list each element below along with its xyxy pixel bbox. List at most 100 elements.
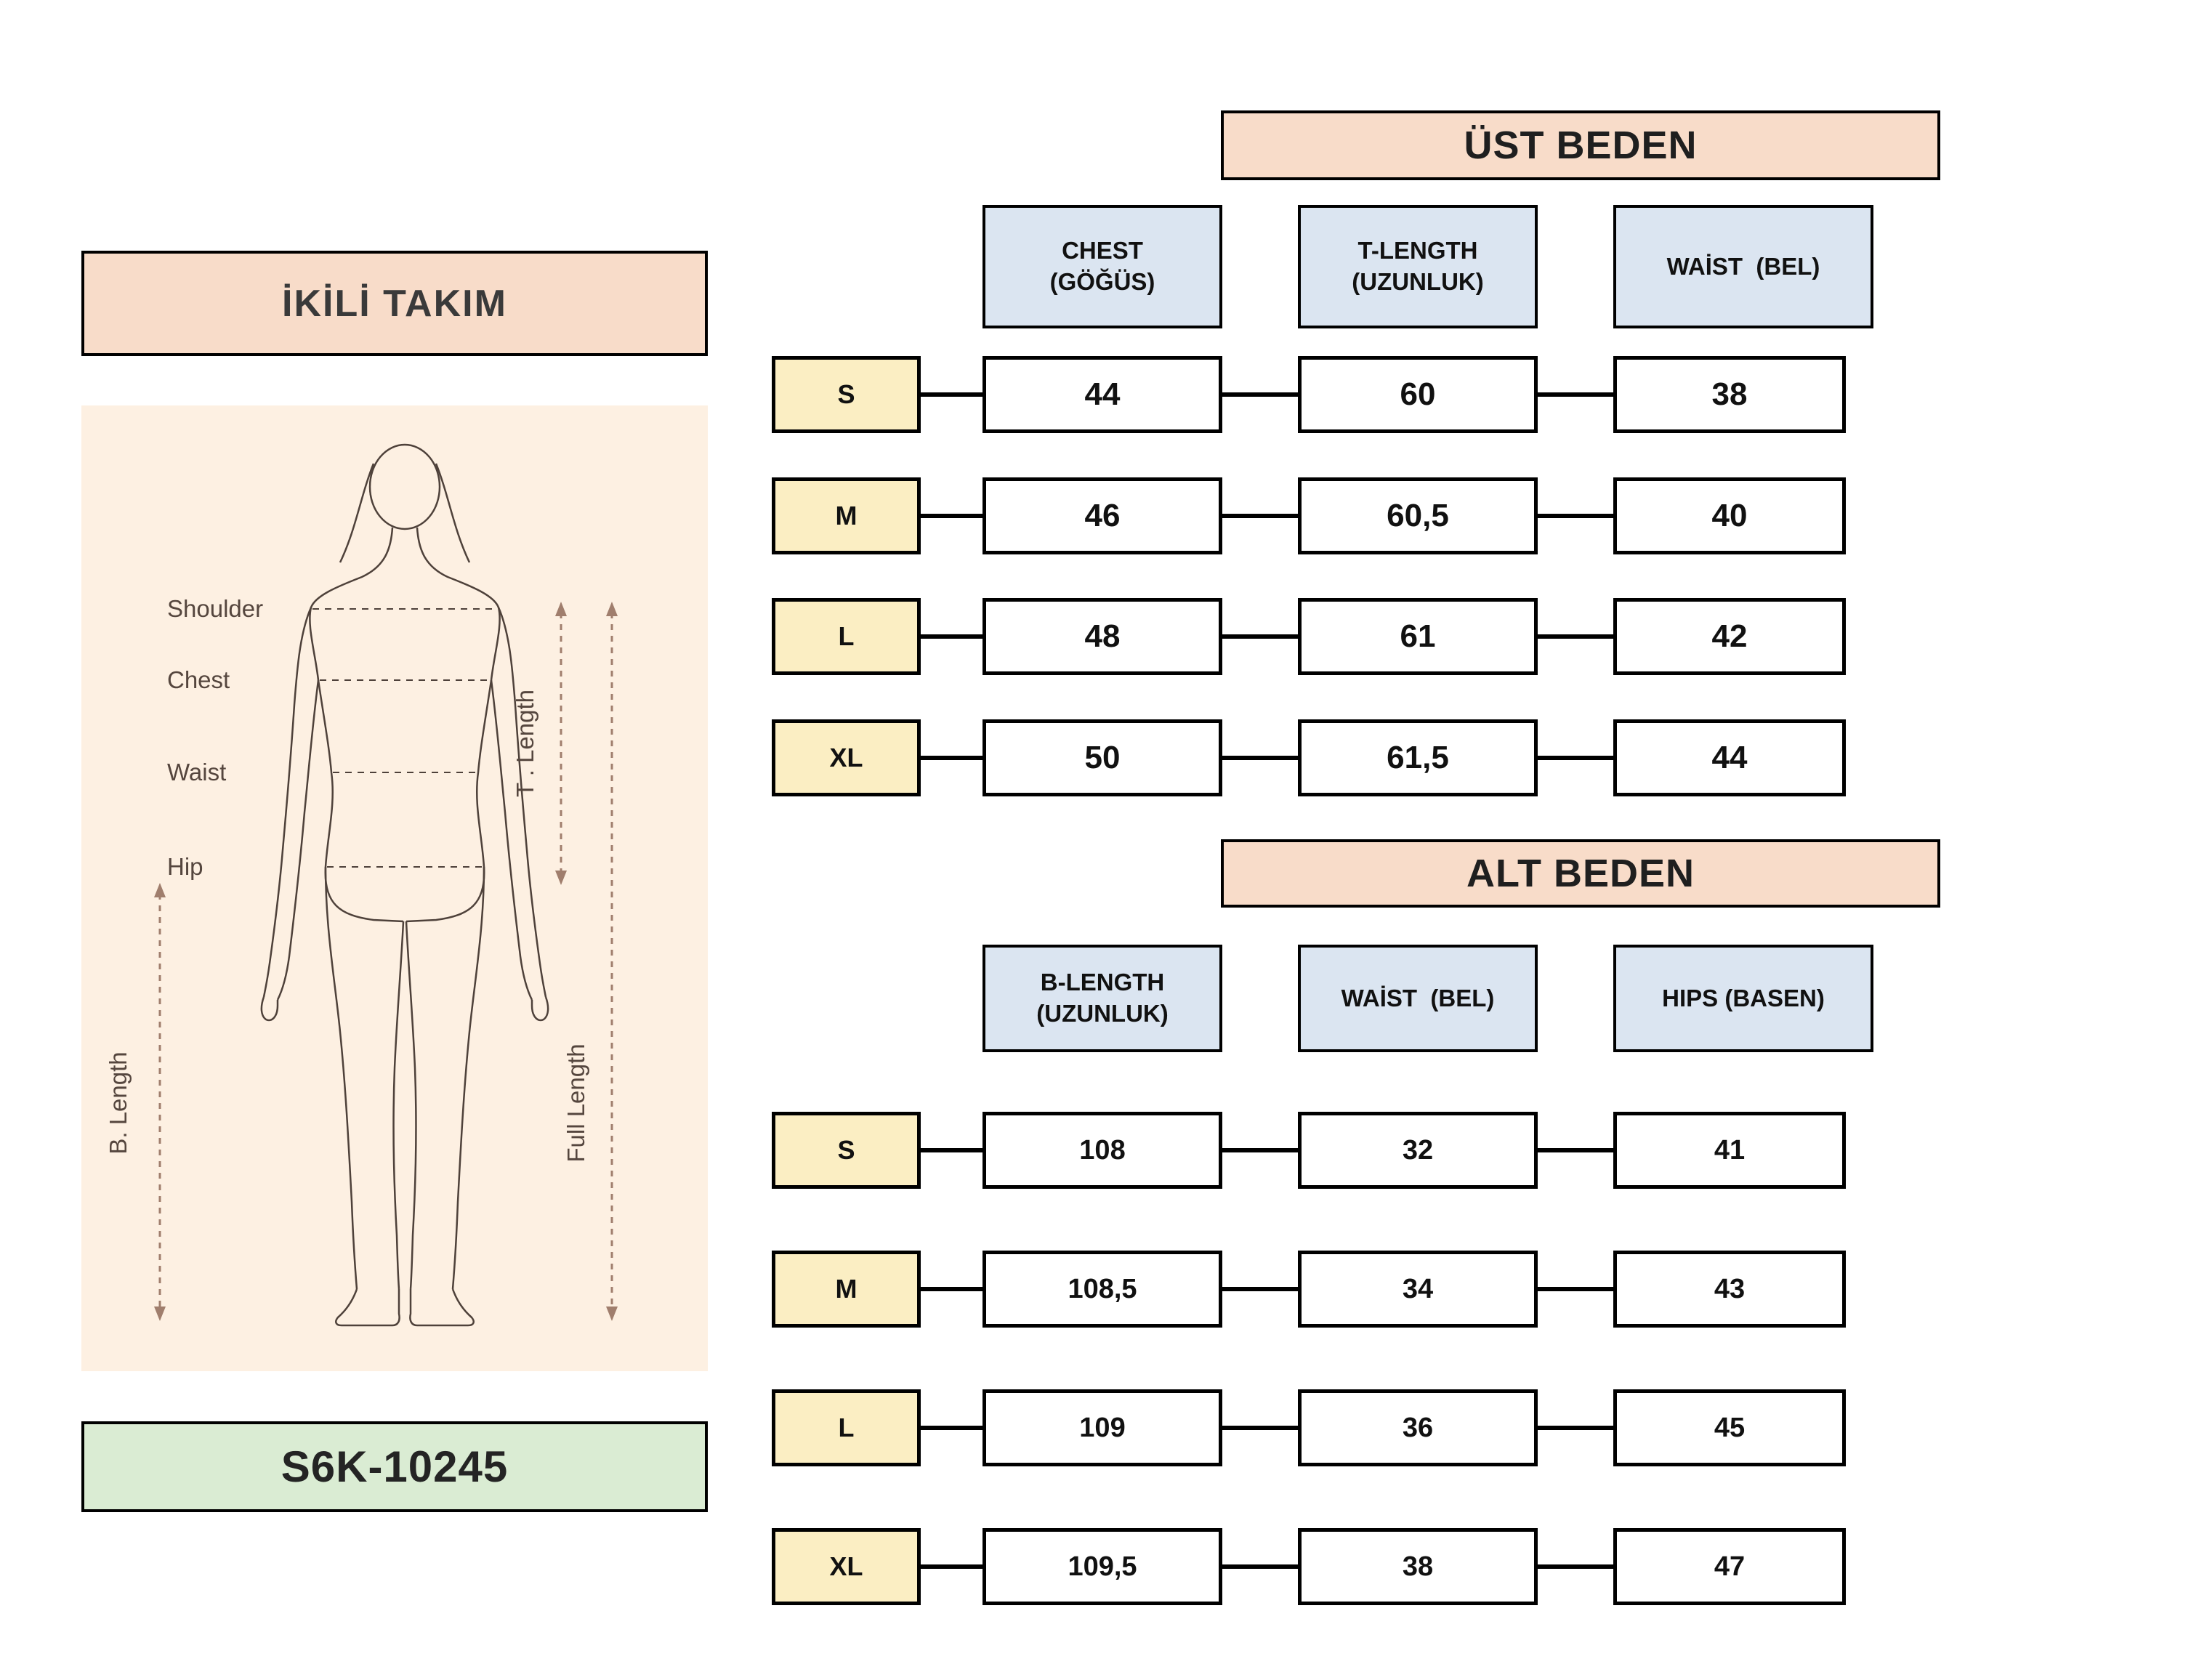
value-text: 61,5 (1387, 740, 1449, 775)
product-title-box: İKİLİ TAKIM (81, 251, 708, 356)
size-cell: M (772, 1251, 921, 1328)
size-label: M (835, 501, 858, 530)
value-text: 108,5 (1068, 1273, 1137, 1304)
value-cell: 45 (1613, 1389, 1846, 1466)
size-cell: L (772, 1389, 921, 1466)
lower-table-title-box: ALT BEDEN (1221, 839, 1940, 908)
value-cell: 44 (1613, 719, 1846, 796)
connector-line (1222, 392, 1298, 397)
column-header-line1: CHEST (1062, 237, 1143, 264)
label-b-length: B. Length (105, 1051, 132, 1154)
connector-line (1222, 1426, 1298, 1430)
connector-line (1222, 1287, 1298, 1291)
value-cell: 36 (1298, 1389, 1538, 1466)
value-cell: 41 (1613, 1112, 1846, 1189)
size-cell: S (772, 1112, 921, 1189)
size-label: L (838, 1413, 855, 1442)
measurement-dash-lines (312, 608, 497, 868)
connector-line (921, 1564, 983, 1569)
lower-row-l: L 109 36 45 (0, 1389, 2199, 1466)
value-cell: 48 (983, 598, 1222, 675)
value-text: 109 (1079, 1412, 1126, 1443)
value-cell: 34 (1298, 1251, 1538, 1328)
connector-line (1538, 634, 1613, 639)
value-text: 41 (1714, 1134, 1746, 1166)
value-text: 60 (1400, 376, 1436, 412)
connector-line (1222, 514, 1298, 518)
size-cell: XL (772, 719, 921, 796)
label-waist: Waist (167, 759, 226, 786)
connector-line (921, 392, 983, 397)
value-cell: 60 (1298, 356, 1538, 433)
value-cell: 38 (1298, 1528, 1538, 1605)
value-cell: 47 (1613, 1528, 1846, 1605)
body-diagram-panel: Shoulder Chest Waist Hip T . Length Full… (81, 405, 708, 1371)
value-cell: 60,5 (1298, 477, 1538, 554)
value-cell: 40 (1613, 477, 1846, 554)
label-hip: Hip (167, 853, 203, 880)
value-text: 43 (1714, 1273, 1746, 1304)
length-arrow-lines (158, 613, 613, 1310)
column-header-waist-upper: WAİST (BEL) (1613, 205, 1873, 328)
connector-line (1538, 1564, 1613, 1569)
size-label: M (835, 1274, 858, 1304)
value-cell: 43 (1613, 1251, 1846, 1328)
label-shoulder: Shoulder (167, 595, 263, 622)
label-full-length: Full Length (562, 1043, 589, 1162)
size-cell: XL (772, 1528, 921, 1605)
size-cell: S (772, 356, 921, 433)
upper-row-s: S 44 60 38 (0, 356, 2199, 433)
size-label: S (837, 379, 855, 409)
column-header-line1: HIPS (BASEN) (1662, 984, 1825, 1011)
value-text: 42 (1711, 618, 1748, 654)
lower-row-s: S 108 32 41 (0, 1112, 2199, 1189)
value-text: 44 (1711, 740, 1748, 775)
value-text: 44 (1084, 376, 1121, 412)
column-header-line2: (GÖĞÜS) (1049, 268, 1155, 295)
value-cell: 109 (983, 1389, 1222, 1466)
column-header-line1: T-LENGTH (1357, 237, 1478, 264)
connector-line (921, 514, 983, 518)
value-text: 46 (1084, 498, 1121, 533)
value-text: 38 (1711, 376, 1748, 412)
product-code-box: S6K-10245 (81, 1421, 708, 1512)
value-text: 32 (1402, 1134, 1434, 1166)
value-cell: 42 (1613, 598, 1846, 675)
connector-line (1222, 1148, 1298, 1152)
value-text: 45 (1714, 1412, 1746, 1443)
connector-line (1538, 392, 1613, 397)
upper-row-xl: XL 50 61,5 44 (0, 719, 2199, 796)
value-text: 40 (1711, 498, 1748, 533)
size-cell: L (772, 598, 921, 675)
value-cell: 61 (1298, 598, 1538, 675)
value-text: 38 (1402, 1551, 1434, 1582)
connector-line (1538, 514, 1613, 518)
size-cell: M (772, 477, 921, 554)
value-cell: 108 (983, 1112, 1222, 1189)
value-text: 61 (1400, 618, 1436, 654)
value-cell: 38 (1613, 356, 1846, 433)
upper-row-l: L 48 61 42 (0, 598, 2199, 675)
connector-line (921, 1426, 983, 1430)
value-cell: 50 (983, 719, 1222, 796)
lower-row-xl: XL 109,5 38 47 (0, 1528, 2199, 1605)
upper-table-title-box: ÜST BEDEN (1221, 110, 1940, 180)
upper-table-title: ÜST BEDEN (1464, 124, 1698, 167)
connector-line (921, 634, 983, 639)
value-text: 47 (1714, 1551, 1746, 1582)
column-header-t-length: T-LENGTH (UZUNLUK) (1298, 205, 1538, 328)
arrow-heads (154, 602, 618, 1321)
column-header-b-length: B-LENGTH (UZUNLUK) (983, 945, 1222, 1052)
lower-table-title: ALT BEDEN (1466, 852, 1695, 895)
connector-line (921, 1148, 983, 1152)
value-cell: 109,5 (983, 1528, 1222, 1605)
value-cell: 44 (983, 356, 1222, 433)
size-label: XL (829, 1551, 863, 1581)
column-header-chest: CHEST (GÖĞÜS) (983, 205, 1222, 328)
label-chest: Chest (167, 666, 230, 693)
upper-row-m: M 46 60,5 40 (0, 477, 2199, 554)
value-text: 60,5 (1387, 498, 1449, 533)
connector-line (1222, 1564, 1298, 1569)
column-header-line2: (UZUNLUK) (1036, 1000, 1169, 1027)
